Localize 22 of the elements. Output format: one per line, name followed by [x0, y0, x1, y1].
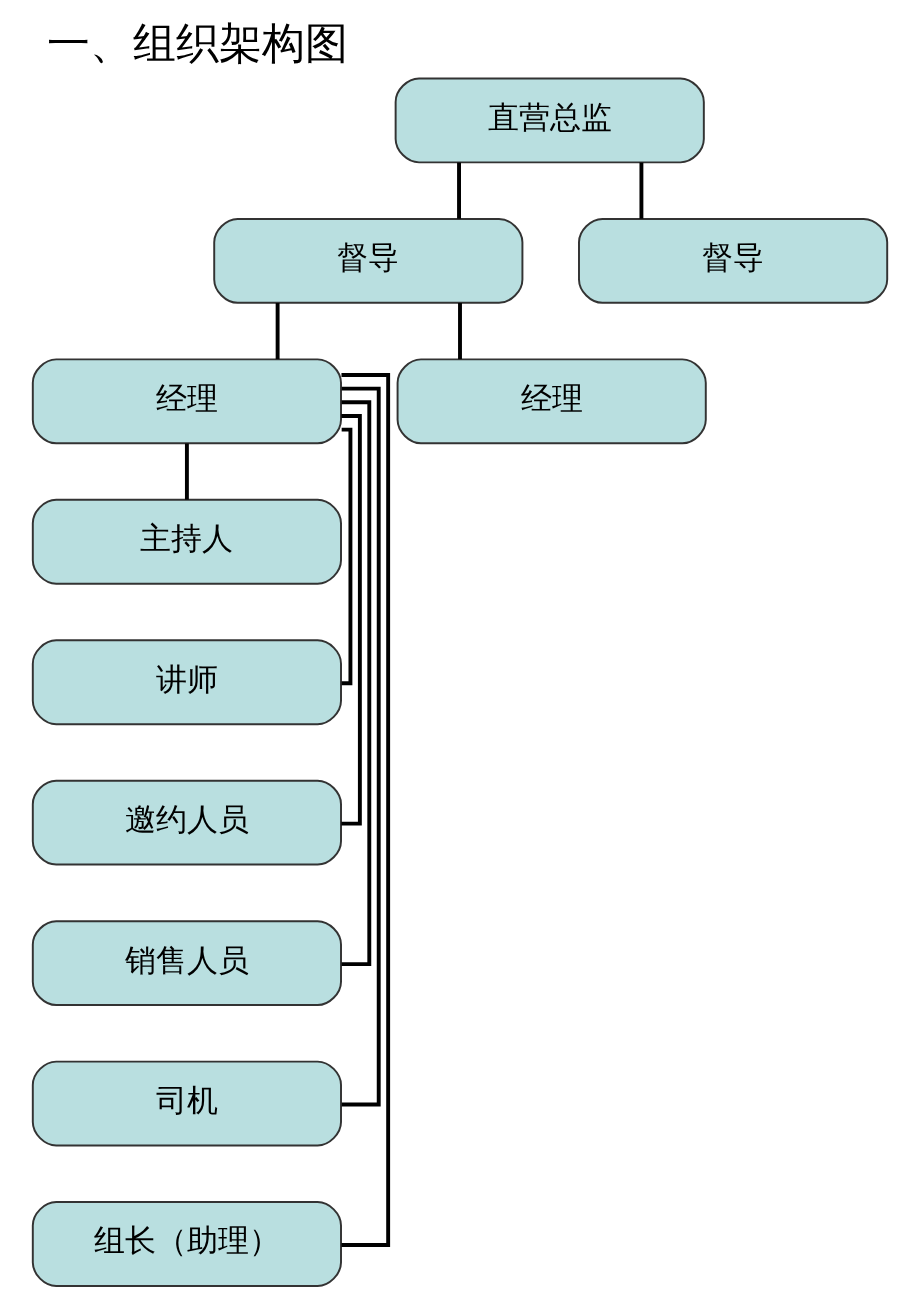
node-box: 讲师 — [31, 639, 342, 726]
connector — [184, 443, 189, 500]
connector — [275, 303, 280, 360]
node-box: 督导 — [213, 217, 524, 304]
node-box: 直营总监 — [394, 77, 705, 164]
connector — [639, 162, 644, 219]
connector — [457, 162, 461, 219]
node-box: 销售人员 — [31, 920, 342, 1007]
connector — [341, 427, 353, 686]
connector — [458, 303, 462, 360]
connector — [341, 386, 381, 1107]
node-box: 经理 — [31, 358, 342, 445]
node-box: 督导 — [578, 217, 889, 304]
node-box: 司机 — [31, 1060, 342, 1147]
node-box: 邀约人员 — [31, 779, 342, 866]
connector — [341, 414, 362, 826]
connector — [341, 373, 391, 1247]
node-box: 经理 — [396, 358, 707, 445]
connector — [341, 400, 372, 967]
node-box: 主持人 — [31, 498, 342, 585]
diagram-title: 一、组织架构图 — [47, 18, 349, 69]
node-box: 组长（助理） — [31, 1201, 342, 1287]
